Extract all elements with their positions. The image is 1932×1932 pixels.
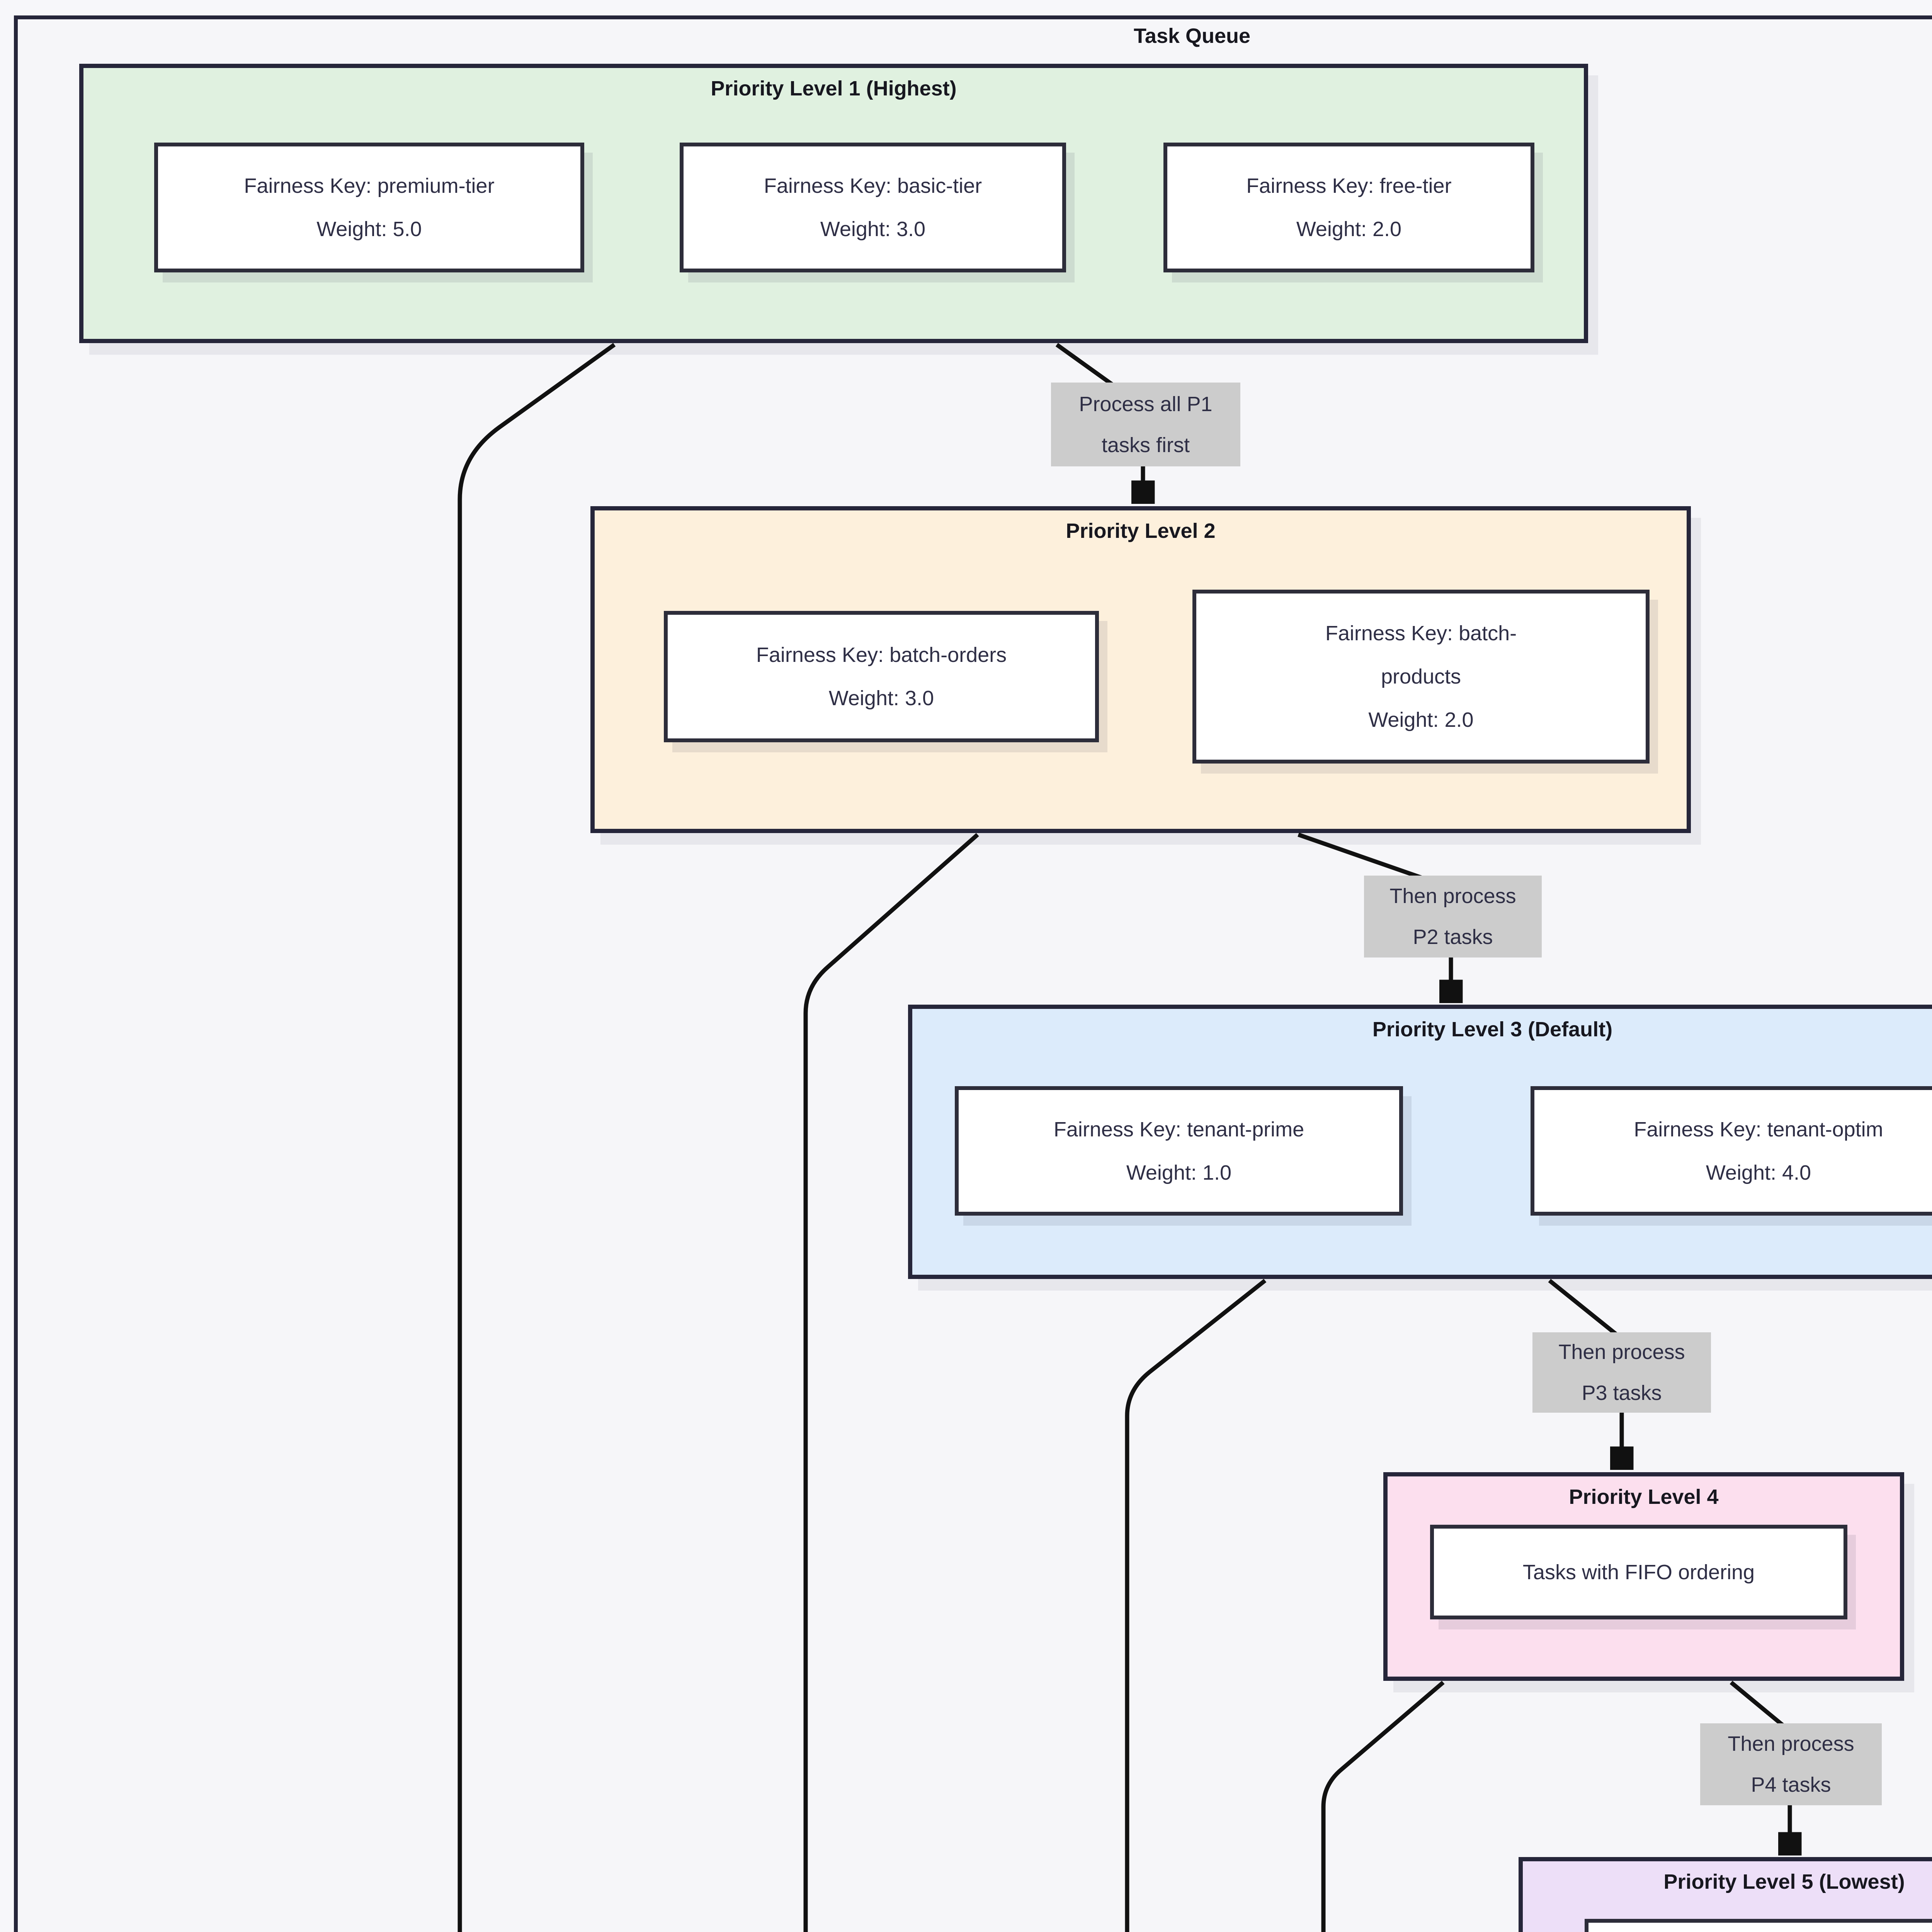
node-fifo-p4-line1: Tasks with FIFO ordering <box>1522 1560 1755 1584</box>
edge-label-p1-p2: Process all P1 tasks first <box>1051 383 1240 466</box>
cluster-priority-3-title: Priority Level 3 (Default) <box>1372 1018 1613 1041</box>
edge-label-p2-p3-line2: P2 tasks <box>1413 925 1493 949</box>
node-tenant-optim-line2: Weight: 4.0 <box>1706 1161 1811 1184</box>
cluster-priority-4-title: Priority Level 4 <box>1569 1485 1719 1509</box>
cluster-priority-2: Priority Level 2 Fairness Key: batch-ord… <box>590 506 1691 833</box>
cluster-priority-3: Priority Level 3 (Default) Fairness Key:… <box>908 1005 1932 1279</box>
node-fifo-p4: Tasks with FIFO ordering <box>1430 1525 1847 1619</box>
node-free-tier-line2: Weight: 2.0 <box>1296 218 1402 241</box>
node-tenant-prime-line2: Weight: 1.0 <box>1126 1161 1232 1184</box>
node-fifo-p5: Tasks with FIFO ordering <box>1585 1919 1932 1932</box>
edge-label-p2-p3-line1: Then process <box>1389 884 1516 908</box>
node-basic-tier-line1: Fairness Key: basic-tier <box>764 174 982 197</box>
edge-label-p4-p5-line1: Then process <box>1728 1732 1854 1755</box>
node-tenant-optim: Fairness Key: tenant-optim Weight: 4.0 <box>1531 1086 1932 1216</box>
node-basic-tier-line2: Weight: 3.0 <box>820 218 926 241</box>
node-batch-orders: Fairness Key: batch-orders Weight: 3.0 <box>664 611 1099 742</box>
node-tenant-prime-line1: Fairness Key: tenant-prime <box>1053 1117 1304 1141</box>
task-queue-title: Task Queue <box>1133 24 1251 48</box>
node-batch-orders-line1: Fairness Key: batch-orders <box>756 643 1007 667</box>
node-premium-tier-line1: Fairness Key: premium-tier <box>244 174 495 197</box>
node-batch-products: Fairness Key: batch- products Weight: 2.… <box>1192 590 1650 764</box>
cluster-priority-5: Priority Level 5 (Lowest) Tasks with FIF… <box>1519 1857 1932 1932</box>
node-free-tier-line1: Fairness Key: free-tier <box>1246 174 1452 197</box>
edge-label-p1-p2-line2: tasks first <box>1101 433 1190 457</box>
cluster-priority-5-title: Priority Level 5 (Lowest) <box>1663 1870 1905 1893</box>
edge-label-p3-p4-line2: P3 tasks <box>1582 1381 1662 1405</box>
edge-label-p3-p4-line1: Then process <box>1558 1340 1685 1364</box>
node-batch-products-line2: products <box>1381 665 1461 688</box>
node-batch-products-line1: Fairness Key: batch- <box>1325 622 1517 645</box>
node-tenant-optim-line1: Fairness Key: tenant-optim <box>1634 1117 1883 1141</box>
cluster-priority-4: Priority Level 4 Tasks with FIFO orderin… <box>1383 1472 1904 1681</box>
edge-label-p4-p5: Then process P4 tasks <box>1700 1723 1882 1805</box>
cluster-priority-1-title: Priority Level 1 (Highest) <box>711 77 957 100</box>
node-premium-tier: Fairness Key: premium-tier Weight: 5.0 <box>154 143 584 272</box>
edge-label-p2-p3: Then process P2 tasks <box>1364 876 1542 957</box>
node-basic-tier: Fairness Key: basic-tier Weight: 3.0 <box>680 143 1066 272</box>
cluster-priority-2-title: Priority Level 2 <box>1066 519 1216 543</box>
edge-label-p4-p5-line2: P4 tasks <box>1751 1773 1831 1796</box>
node-batch-products-line3: Weight: 2.0 <box>1368 708 1474 731</box>
cluster-priority-1: Priority Level 1 (Highest) Fairness Key:… <box>79 64 1588 343</box>
node-free-tier: Fairness Key: free-tier Weight: 2.0 <box>1163 143 1534 272</box>
edge-label-p1-p2-line1: Process all P1 <box>1079 392 1213 416</box>
node-premium-tier-line2: Weight: 5.0 <box>316 218 422 241</box>
edge-label-p3-p4: Then process P3 tasks <box>1532 1332 1711 1413</box>
node-tenant-prime: Fairness Key: tenant-prime Weight: 1.0 <box>955 1086 1403 1216</box>
node-batch-orders-line2: Weight: 3.0 <box>828 687 934 710</box>
